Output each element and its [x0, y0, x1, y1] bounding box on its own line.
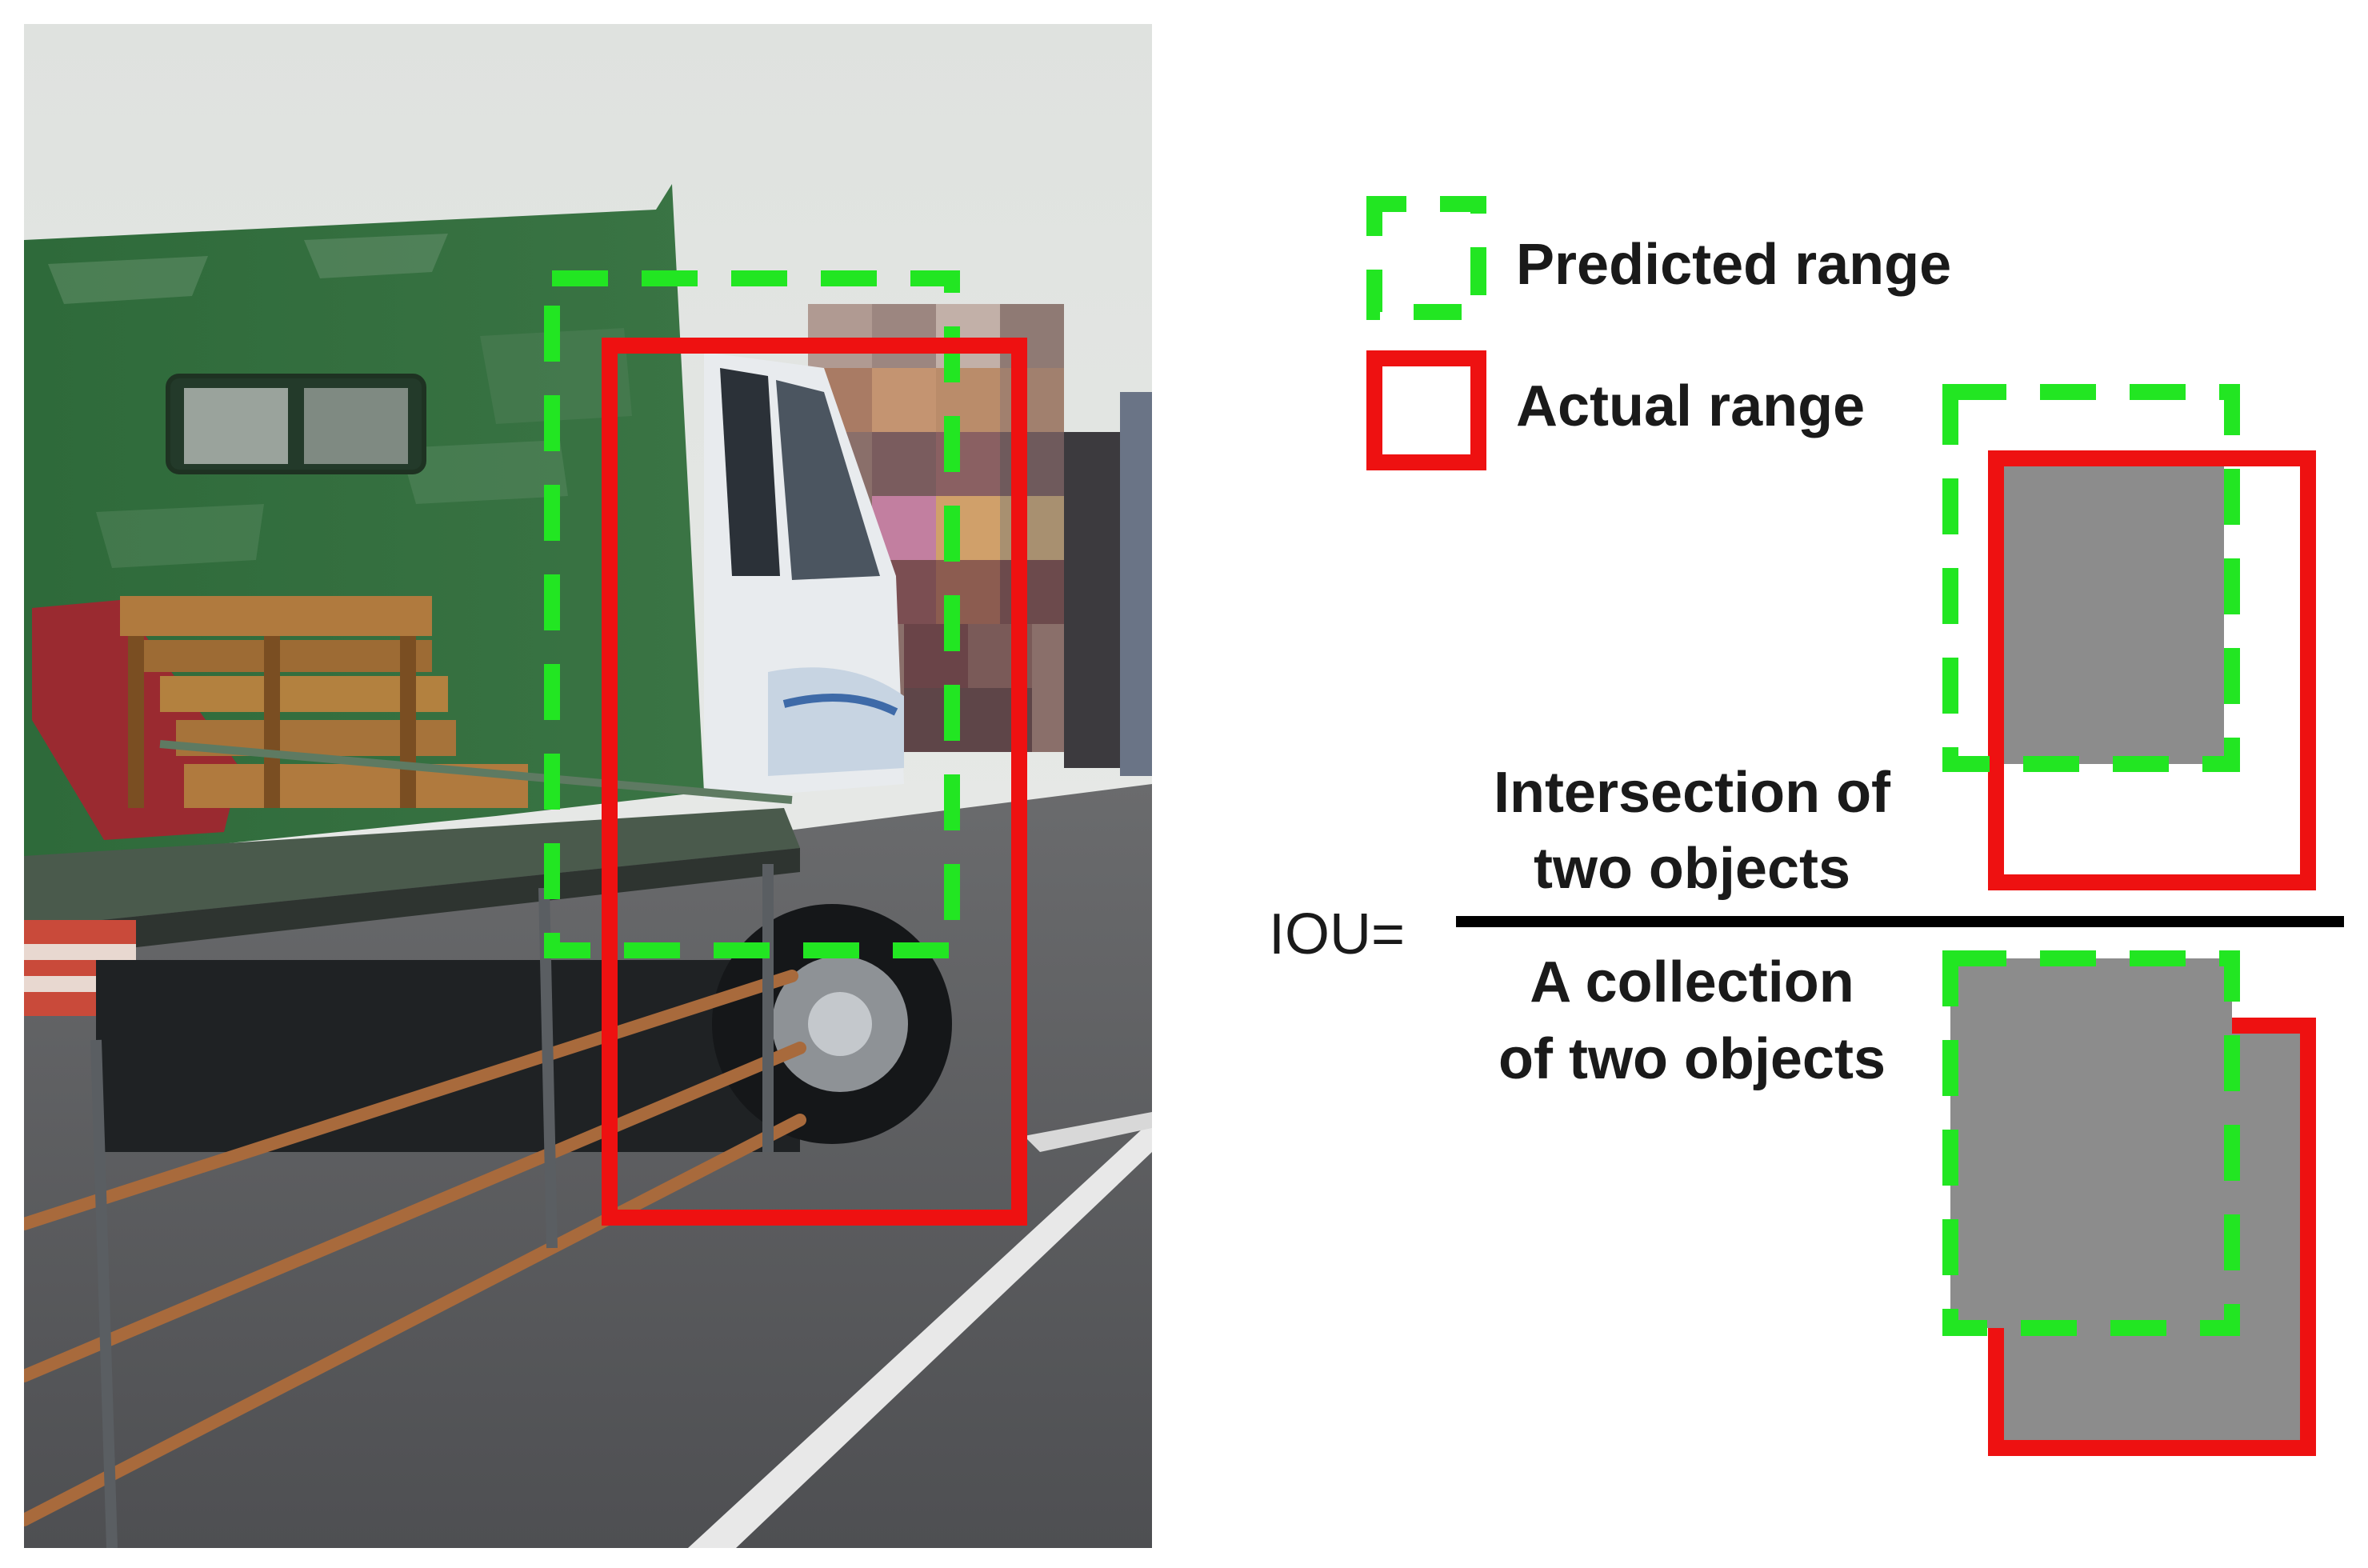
legend-actual-label: Actual range [1516, 374, 1866, 438]
numerator-line2: two objects [1533, 837, 1851, 901]
pixelated-background [808, 304, 1152, 776]
iou-label: IOU= [1269, 902, 1406, 966]
denominator-line1: A collection [1530, 950, 1854, 1014]
legend-actual-icon [1366, 350, 1486, 470]
union-illustration [1942, 950, 2316, 1456]
legend-predicted-icon [1366, 196, 1486, 320]
denominator-line2: of two objects [1498, 1027, 1886, 1091]
photo-actual-box [602, 338, 1027, 1226]
guard-rails [24, 970, 806, 1526]
numerator-line1: Intersection of [1493, 761, 1891, 825]
legend-predicted-label: Predicted range [1516, 233, 1952, 297]
photo-predicted-box [544, 270, 960, 958]
truck-photo [24, 24, 1152, 1548]
intersection-illustration [1942, 384, 2316, 890]
truck [24, 184, 952, 1548]
